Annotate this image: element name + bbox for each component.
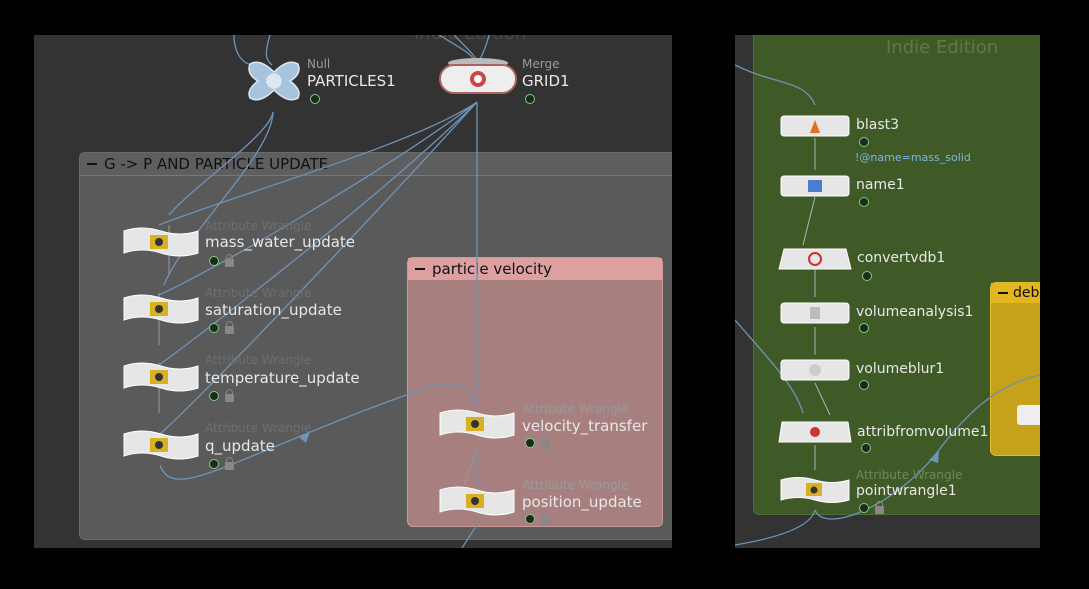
collapse-icon[interactable] (415, 268, 425, 270)
volumeblur-node-icon (780, 359, 850, 381)
node-name-label[interactable]: volumeblur1 (856, 361, 945, 377)
node-name-label[interactable]: convertvdb1 (857, 250, 946, 266)
network-box-title: particle velocity (432, 260, 552, 278)
network-box-title: debu (1013, 285, 1040, 301)
node-blast3[interactable] (780, 113, 850, 143)
node-name-label[interactable]: q_update (205, 437, 275, 455)
lock-icon[interactable] (225, 321, 234, 334)
lock-icon[interactable] (225, 457, 234, 470)
display-flag-icon[interactable] (859, 503, 869, 513)
convertvdb-node-icon (778, 248, 852, 270)
lock-icon[interactable] (541, 512, 550, 525)
network-box-particle-velocity[interactable]: particle velocity (407, 257, 663, 527)
node-name-label[interactable]: saturation_update (205, 301, 342, 319)
display-flag-icon[interactable] (209, 391, 219, 401)
lock-icon[interactable] (225, 254, 234, 267)
wrangle-node-icon (123, 294, 199, 324)
node-type-label: Attribute Wrangle (205, 219, 312, 233)
node-name-label[interactable]: attribfromvolume1 (857, 424, 989, 440)
network-box-debug[interactable]: debu (990, 282, 1040, 456)
display-flag-icon[interactable] (525, 438, 535, 448)
display-flag-icon[interactable] (209, 256, 219, 266)
node-name1[interactable] (780, 173, 850, 203)
display-flag-icon[interactable] (859, 137, 869, 147)
wrangle-node-icon (439, 486, 515, 516)
display-flag-icon[interactable] (525, 94, 535, 104)
volumeanalysis-node-icon (780, 302, 850, 324)
node-particles1[interactable] (246, 58, 302, 104)
network-box-header[interactable]: particle velocity (408, 258, 662, 280)
display-flag-icon[interactable] (859, 323, 869, 333)
display-flag-icon[interactable] (859, 380, 869, 390)
blast-node-icon (780, 115, 850, 137)
debug-node[interactable] (1017, 405, 1040, 425)
node-type-label: Null (307, 57, 331, 71)
node-type-label: Attribute Wrangle (522, 478, 629, 492)
display-flag-icon[interactable] (209, 459, 219, 469)
node-grid1[interactable] (438, 57, 518, 95)
node-saturation-update[interactable] (122, 292, 200, 330)
node-position-update[interactable] (438, 484, 516, 522)
node-name-label[interactable]: temperature_update (205, 369, 360, 387)
wrangle-node-icon (123, 362, 199, 392)
display-flag-icon[interactable] (525, 514, 535, 524)
display-flag-icon[interactable] (859, 197, 869, 207)
display-flag-icon[interactable] (209, 323, 219, 333)
node-type-label: Attribute Wrangle (205, 421, 312, 435)
merge-node-icon (439, 58, 517, 94)
node-convertvdb1[interactable] (778, 246, 852, 276)
display-flag-icon[interactable] (862, 271, 872, 281)
lock-icon[interactable] (225, 389, 234, 402)
network-box-header[interactable]: debu (991, 283, 1040, 303)
node-type-label: Attribute Wrangle (856, 468, 963, 482)
node-name-label[interactable]: pointwrangle1 (856, 483, 957, 499)
node-volumeanalysis1[interactable] (780, 300, 850, 330)
node-type-label: Attribute Wrangle (205, 286, 312, 300)
network-editor-right[interactable]: Indie Edition debu blast3 !@name=mass_so… (735, 35, 1040, 548)
wrangle-node-icon (439, 409, 515, 439)
wrangle-node-icon (780, 477, 850, 503)
collapse-icon[interactable] (998, 292, 1008, 294)
lock-icon[interactable] (541, 436, 550, 449)
wires-right (735, 64, 1040, 546)
network-box-title: G -> P AND PARTICLE UPDATE (104, 155, 329, 173)
node-name-label[interactable]: PARTICLES1 (307, 72, 396, 90)
network-editor-left[interactable]: Indie Edition G -> P AND PARTICLE UPDATE… (34, 35, 672, 548)
node-q-update[interactable] (122, 428, 200, 466)
null-node-icon (248, 61, 300, 101)
node-name-label[interactable]: volumeanalysis1 (856, 304, 974, 320)
lock-icon[interactable] (875, 501, 884, 514)
node-type-label: Attribute Wrangle (205, 353, 312, 367)
attribfromvolume-node-icon (778, 421, 852, 443)
node-name-label[interactable]: velocity_transfer (522, 417, 648, 435)
node-type-label: Merge (522, 57, 560, 71)
display-flag-icon[interactable] (310, 94, 320, 104)
wires-left (158, 35, 490, 548)
node-name-label[interactable]: blast3 (856, 117, 900, 133)
node-name-label[interactable]: mass_water_update (205, 233, 356, 251)
display-flag-icon[interactable] (861, 443, 871, 453)
node-attribfromvolume1[interactable] (778, 419, 852, 449)
wrangle-node-icon (123, 227, 199, 257)
node-name-label[interactable]: name1 (856, 177, 905, 193)
node-name-label[interactable]: GRID1 (522, 72, 570, 90)
node-temperature-update[interactable] (122, 360, 200, 398)
wrangle-node-icon (123, 430, 199, 460)
node-velocity-transfer[interactable] (438, 407, 516, 445)
node-pointwrangle1[interactable] (780, 475, 850, 509)
collapse-icon[interactable] (87, 163, 97, 165)
name-node-icon (780, 175, 850, 197)
node-mass-water-update[interactable] (122, 225, 200, 263)
network-box-header[interactable]: G -> P AND PARTICLE UPDATE (80, 153, 672, 176)
node-name-label[interactable]: position_update (522, 493, 642, 511)
node-comment: !@name=mass_solid (855, 151, 971, 164)
edition-watermark: Indie Edition (414, 35, 526, 44)
edition-watermark: Indie Edition (886, 37, 999, 58)
node-type-label: Attribute Wrangle (522, 402, 629, 416)
node-volumeblur1[interactable] (780, 357, 850, 387)
